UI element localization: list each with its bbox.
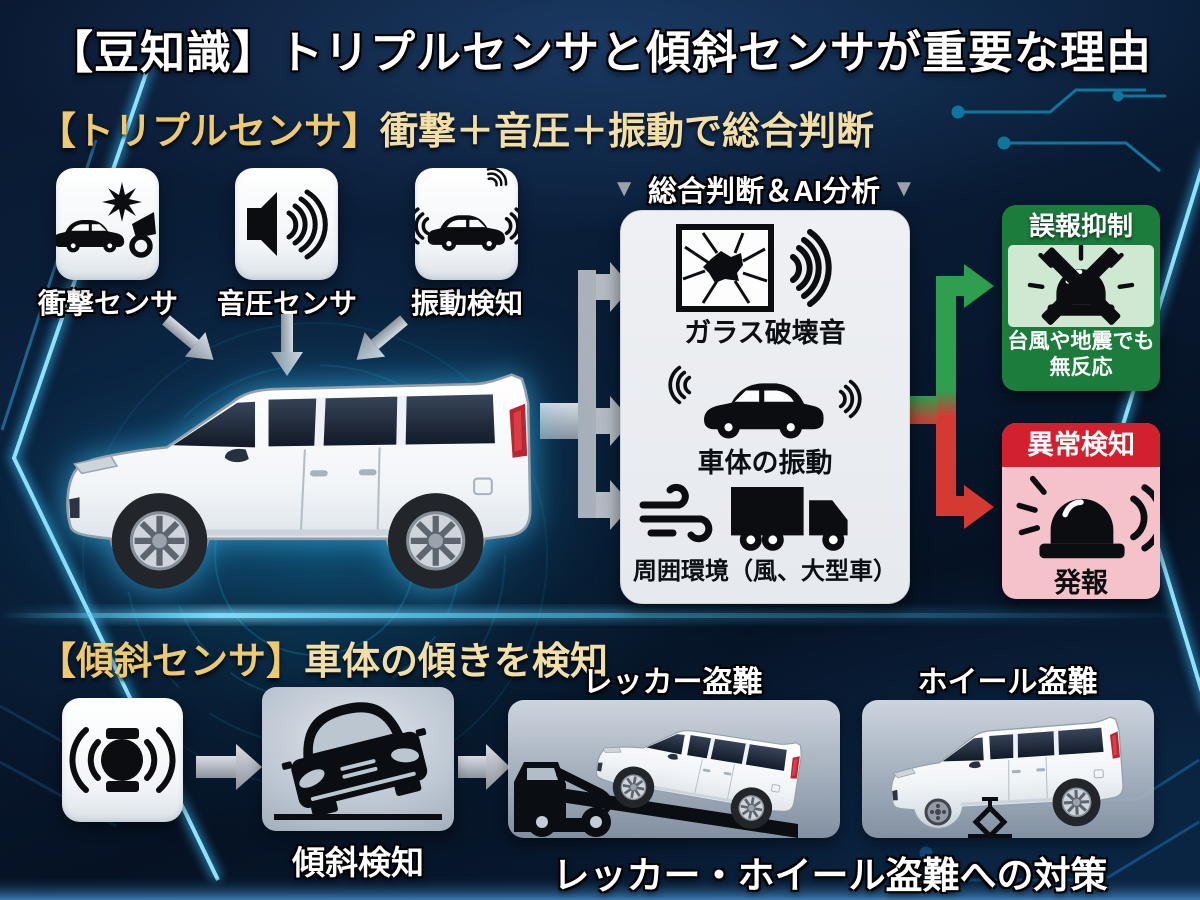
impact-sensor-label: 衝撃センサ	[37, 288, 178, 319]
no-alarm-icon	[1027, 245, 1135, 325]
brake-hub-icon	[924, 798, 952, 826]
sound-sensor-card	[235, 168, 338, 280]
arrow-detection-to-threats	[458, 744, 510, 790]
impact-sensor-card	[56, 168, 159, 280]
circuit-traces-top-right	[951, 88, 1166, 173]
down-triangle-icon: ▼	[612, 175, 636, 202]
tilt-sensor-card	[62, 698, 183, 822]
false-alarm-suppression-box: 誤報抑制 台風や地震でも無反応	[1002, 205, 1160, 391]
detection-title: 異常検知	[1002, 423, 1160, 467]
arrow-sensor-to-detection	[196, 744, 262, 790]
sound-sensor-label: 音圧センサ	[216, 288, 357, 319]
car-to-panel-connector	[540, 262, 632, 530]
countermeasure-caption: レッカー・ホイール盗難への対策	[552, 855, 1108, 896]
car-crash-icon	[56, 182, 156, 258]
body-vibration-label: 車体の振動	[697, 448, 833, 478]
down-triangle-icon: ▼	[892, 175, 916, 202]
tilt-sensor-icon	[69, 727, 176, 793]
triple-sensor-heading: 【トリプルセンサ】衝撃＋音圧＋振動で総合判断	[38, 100, 874, 155]
triple-sensor-heading-text: 衝撃＋音圧＋振動で総合判断	[380, 111, 875, 153]
tilted-car-icon	[274, 702, 442, 820]
speaker-sound-icon	[247, 189, 328, 260]
minivan-illustration	[48, 356, 568, 626]
tilt-detection-label: 傾斜検知	[292, 844, 424, 881]
tilt-flow-arrows	[196, 744, 510, 790]
car-vibration-icon	[415, 168, 518, 251]
tilt-sensor-heading-text: 車体の傾きを検知	[304, 641, 609, 683]
analysis-header-text: 総合判断＆AI分析	[647, 176, 880, 208]
suppression-icon-area	[1008, 245, 1154, 327]
tilt-sensor-heading: 【傾斜センサ】車体の傾きを検知	[38, 630, 608, 685]
analysis-panel: ガラス破壊音 車体の振動 周囲環境（風、大型車）	[620, 210, 910, 604]
tilt-sensor-heading-bracket: 【傾斜センサ】	[38, 641, 305, 683]
car-vibration-icon	[668, 365, 862, 439]
vibration-sensor-label: 振動検知	[410, 288, 523, 319]
siren-icon	[1016, 475, 1154, 561]
wheel-theft-panel	[862, 700, 1154, 838]
page-title: 【豆知識】トリプルセンサと傾斜センサが重要な理由	[47, 27, 1152, 78]
red-arrow	[936, 398, 994, 529]
suppression-title: 誤報抑制	[1028, 211, 1133, 241]
environment-label: 周囲環境（風、大型車）	[633, 558, 897, 585]
wheel-theft-label: ホイール盗難	[917, 666, 1098, 699]
glass-break-label: ガラス破壊音	[684, 318, 846, 348]
alarm-label: 発報	[1054, 568, 1108, 598]
suppression-body-text: 台風や地震でも無反応	[1007, 330, 1155, 380]
vibration-sensor-card	[415, 168, 518, 280]
glass-break-icon	[676, 224, 832, 312]
anomaly-detection-box: 異常検知 発報	[1002, 423, 1160, 599]
tow-theft-panel	[508, 700, 840, 838]
wind-truck-icon	[639, 483, 848, 551]
tilt-detection-panel	[262, 687, 454, 831]
car-jack-icon	[968, 797, 1012, 838]
green-arrow	[936, 264, 994, 404]
analysis-header: ▼ 総合判断＆AI分析 ▼	[592, 168, 936, 210]
panel-to-outcome-fork	[906, 264, 994, 529]
wheel-theft-illustration	[887, 716, 1126, 838]
triple-sensor-heading-bracket: 【トリプルセンサ】	[38, 111, 381, 153]
tow-theft-label: レッカー盗難	[582, 666, 763, 699]
tow-truck-theft-illustration	[514, 700, 840, 838]
